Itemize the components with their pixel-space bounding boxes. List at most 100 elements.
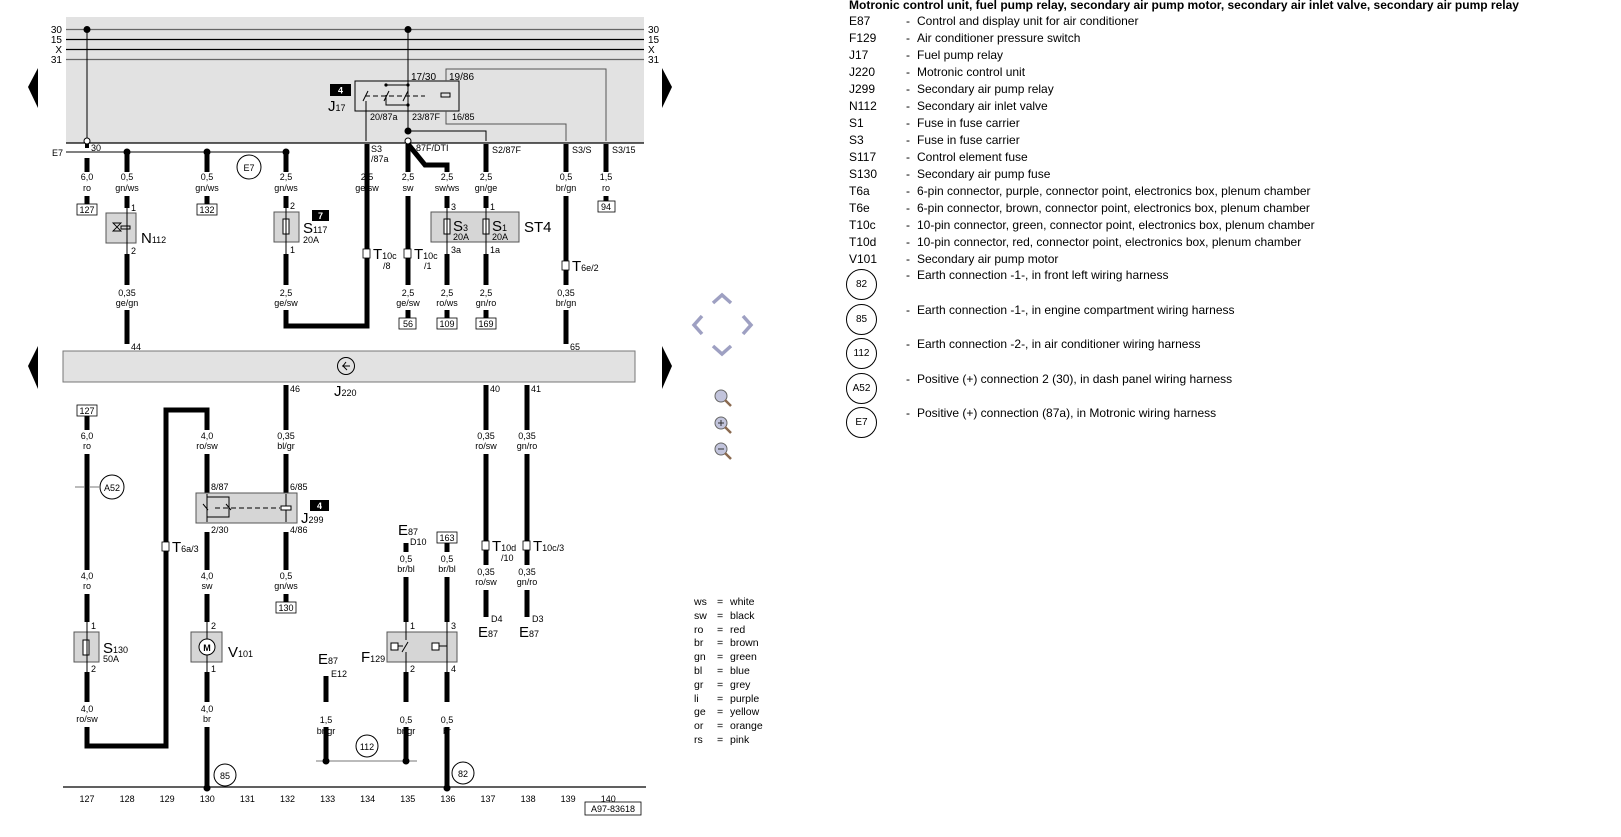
- svg-text:130: 130: [278, 603, 293, 613]
- s130-pin-2: 2: [91, 664, 96, 674]
- v101-pin-1: 1: [211, 664, 216, 674]
- legend-code: V101: [849, 252, 878, 266]
- e87-pin-d4: D4: [491, 614, 503, 624]
- svg-text:sw: sw: [202, 581, 214, 591]
- j220-pin-44: 44: [131, 342, 141, 352]
- page-title: Motronic control unit, fuel pump relay, …: [849, 0, 1519, 12]
- track-number: 139: [561, 794, 576, 804]
- equals-sign: =: [717, 609, 724, 622]
- previous-page-arrow-bottom[interactable]: [28, 346, 38, 389]
- connector-t10c-1: T10c: [414, 246, 438, 263]
- svg-text:0,35: 0,35: [118, 288, 136, 298]
- j17-pin-17-30: 17/30: [411, 72, 436, 83]
- legend-point-symbol: 85: [846, 303, 877, 335]
- pan-right-icon[interactable]: [741, 314, 754, 336]
- legend-code: J299: [849, 82, 876, 96]
- st4-label: ST4: [524, 219, 552, 236]
- point-a52: A52: [99, 474, 125, 500]
- color-code: sw: [694, 609, 707, 622]
- relay-j17[interactable]: [354, 80, 460, 141]
- svg-text:ge/sw: ge/sw: [355, 183, 379, 193]
- reference-boxes[interactable]: 127 132 94 56 109 169 127 130 163: [76, 200, 616, 614]
- color-code: gn: [694, 651, 706, 664]
- svg-text:85: 85: [220, 771, 230, 781]
- legend-desc: Earth connection -1-, in front left wiri…: [917, 268, 1169, 282]
- pan-down-icon[interactable]: [711, 344, 733, 357]
- svg-text:gn/ws: gn/ws: [195, 183, 219, 193]
- svg-text:ro: ro: [602, 183, 610, 193]
- svg-text:sw/ws: sw/ws: [435, 183, 460, 193]
- zoom-in-icon[interactable]: [714, 416, 732, 434]
- pin-30-label: 30: [91, 143, 101, 153]
- next-page-arrow-top[interactable]: [662, 68, 672, 108]
- fuse-carrier-st4[interactable]: [430, 208, 520, 254]
- svg-text:2,5: 2,5: [402, 288, 415, 298]
- n112-label: N112: [141, 230, 166, 247]
- color-code: bl: [694, 664, 703, 677]
- legend-dash: -: [906, 184, 910, 198]
- zoom-out-icon[interactable]: [714, 442, 732, 460]
- switch-f129[interactable]: [386, 622, 458, 672]
- svg-text:br/gr: br/gr: [397, 726, 416, 736]
- point-82: 82: [451, 761, 475, 785]
- j17-pin-20-87a: 20/87a: [370, 112, 398, 122]
- zoom-icon[interactable]: [714, 389, 732, 407]
- equals-sign: =: [717, 651, 724, 664]
- legend-desc: Positive (+) connection (87a), in Motron…: [917, 406, 1217, 420]
- color-code: ws: [694, 596, 707, 608]
- motor-v101[interactable]: M: [190, 622, 223, 672]
- valve-n112[interactable]: [105, 208, 137, 254]
- color-name: purple: [730, 692, 760, 705]
- bus-label-30-right: 30: [648, 25, 660, 36]
- s1-rating: 20A: [492, 232, 508, 242]
- s130-rating: 50A: [103, 654, 119, 664]
- next-page-arrow-bottom[interactable]: [662, 346, 672, 389]
- svg-text:ro: ro: [83, 183, 91, 193]
- legend-dash: -: [906, 150, 910, 164]
- svg-text:ro/sw: ro/sw: [76, 714, 98, 724]
- legend-desc: Earth connection -2-, in air conditioner…: [917, 337, 1201, 351]
- control-unit-j220[interactable]: [62, 350, 636, 383]
- svg-text:127: 127: [79, 406, 94, 416]
- svg-text:0,5: 0,5: [560, 172, 573, 182]
- legend-desc: Secondary air inlet valve: [917, 99, 1048, 113]
- svg-text:56: 56: [403, 319, 413, 329]
- track-number: 134: [360, 794, 375, 804]
- relay-j299[interactable]: [195, 492, 298, 524]
- f129-pin-3: 3: [451, 621, 456, 631]
- j220-label: J220: [334, 383, 357, 400]
- previous-page-arrow-top[interactable]: [28, 68, 38, 108]
- color-code: or: [694, 720, 704, 733]
- svg-text:0,35: 0,35: [518, 431, 536, 441]
- svg-text:ge/sw: ge/sw: [396, 298, 420, 308]
- f129-label: F129: [361, 649, 385, 666]
- svg-text:M: M: [203, 643, 211, 653]
- track-number: 130: [200, 794, 215, 804]
- track-number: 138: [521, 794, 536, 804]
- legend-dash: -: [906, 48, 910, 62]
- pan-up-icon[interactable]: [711, 292, 733, 305]
- svg-text:br: br: [443, 726, 451, 736]
- svg-text:gn/ge: gn/ge: [475, 183, 498, 193]
- color-code: gr: [694, 678, 704, 691]
- legend-desc: Fuel pump relay: [917, 48, 1004, 62]
- legend-dash: -: [906, 337, 910, 351]
- equals-sign: =: [717, 706, 724, 719]
- point-85: 85: [213, 763, 237, 787]
- svg-text:4,0: 4,0: [81, 571, 94, 581]
- j17-pin-23-87f: 23/87F: [412, 112, 441, 122]
- legend-desc: Fuse in fuse carrier: [917, 116, 1020, 130]
- legend-desc: Fuse in fuse carrier: [917, 133, 1020, 147]
- bus-label-30: 30: [51, 25, 63, 36]
- fuse-s130[interactable]: [73, 622, 100, 672]
- j220-pin-41: 41: [531, 384, 541, 394]
- connector-t6a-3: T6a/3: [172, 539, 199, 556]
- legend-code: T10d: [849, 235, 877, 249]
- svg-text:br/gr: br/gr: [317, 726, 336, 736]
- fuse-s117[interactable]: [273, 208, 300, 254]
- svg-text:ge/gn: ge/gn: [116, 298, 139, 308]
- svg-text:109: 109: [439, 319, 454, 329]
- svg-text:2,5: 2,5: [441, 288, 454, 298]
- pan-left-icon[interactable]: [691, 314, 704, 336]
